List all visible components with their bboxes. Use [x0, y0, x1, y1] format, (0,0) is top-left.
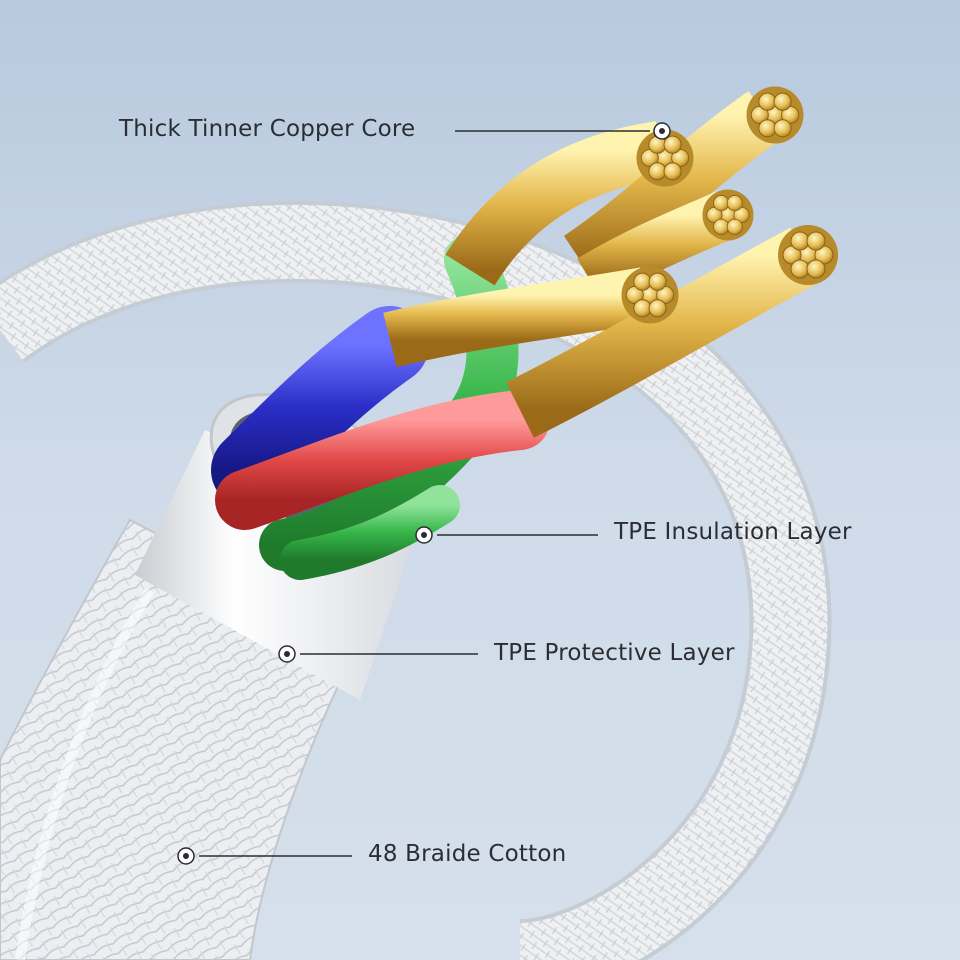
cable-loop: [0, 200, 832, 960]
label-insulation-layer: TPE Insulation Layer: [614, 519, 852, 545]
label-braid-cotton: 48 Braide Cotton: [368, 841, 567, 867]
callout-copper-core: [455, 122, 671, 140]
label-protective-layer: TPE Protective Layer: [494, 640, 735, 666]
callout-protective: [278, 645, 478, 663]
copper-cores: [383, 86, 839, 438]
label-copper-core: Thick Tinner Copper Core: [119, 116, 416, 142]
callout-braid: [177, 847, 352, 865]
callout-insulation: [415, 526, 598, 544]
